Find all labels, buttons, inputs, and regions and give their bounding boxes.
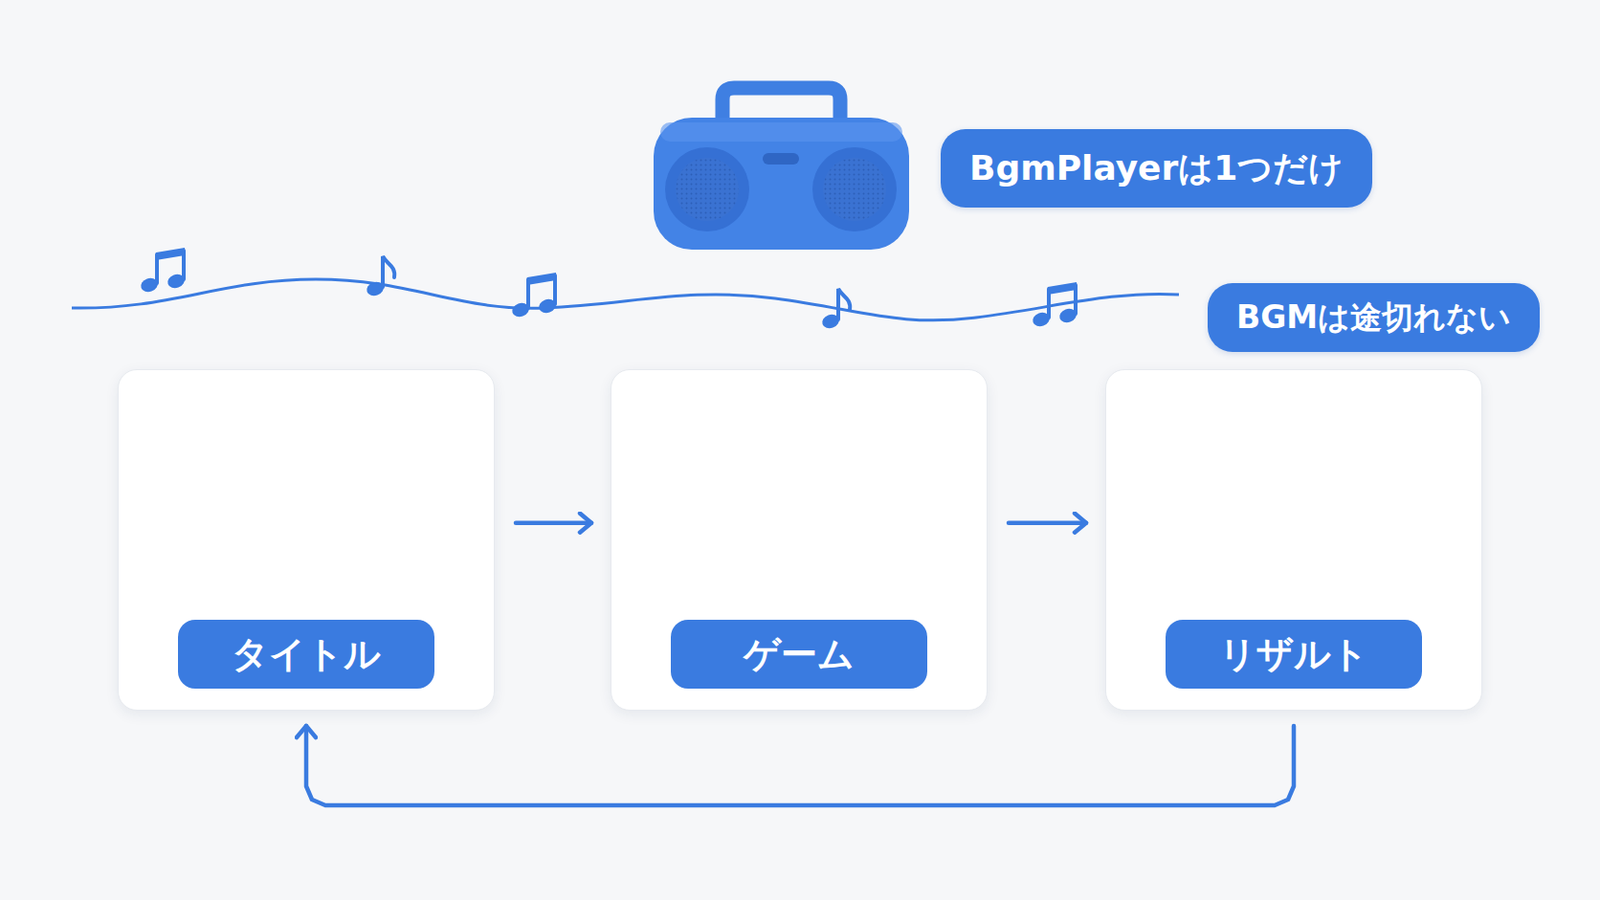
flow-arrow [1008,520,1087,526]
scene-label: タイトル [177,620,435,689]
note-text: BGMは途切れない [1236,296,1512,340]
music-wave-part [138,247,187,295]
boombox-icon-part [675,157,739,222]
music-wave-part [364,256,395,299]
note-pill: BGMは途切れない [1207,283,1540,353]
music-wave-part [820,288,850,332]
music-wave-part [1030,282,1079,330]
boombox-icon [653,88,910,250]
music-wave-part [71,279,1179,321]
boombox-icon-part [812,147,897,232]
note-pill: BgmPlayerは1つだけ [940,129,1373,208]
boombox-icon-part [665,147,750,232]
boombox-icon-part [762,153,800,165]
scene-label: ゲーム [670,620,928,689]
scene-card: タイトル [117,369,495,712]
boombox-icon-part [660,122,903,142]
boombox-icon-part [822,157,887,222]
flow-arrow [306,726,1294,806]
scene-label: リザルト [1165,620,1423,689]
flow-arrow [515,520,592,526]
boombox-icon-part [653,117,910,250]
scene-card: リザルト [1105,369,1483,712]
music-wave-part [510,272,558,320]
note-text: BgmPlayerは1つだけ [969,145,1344,193]
scene-card: ゲーム [610,369,988,712]
music-wave [71,247,1179,332]
